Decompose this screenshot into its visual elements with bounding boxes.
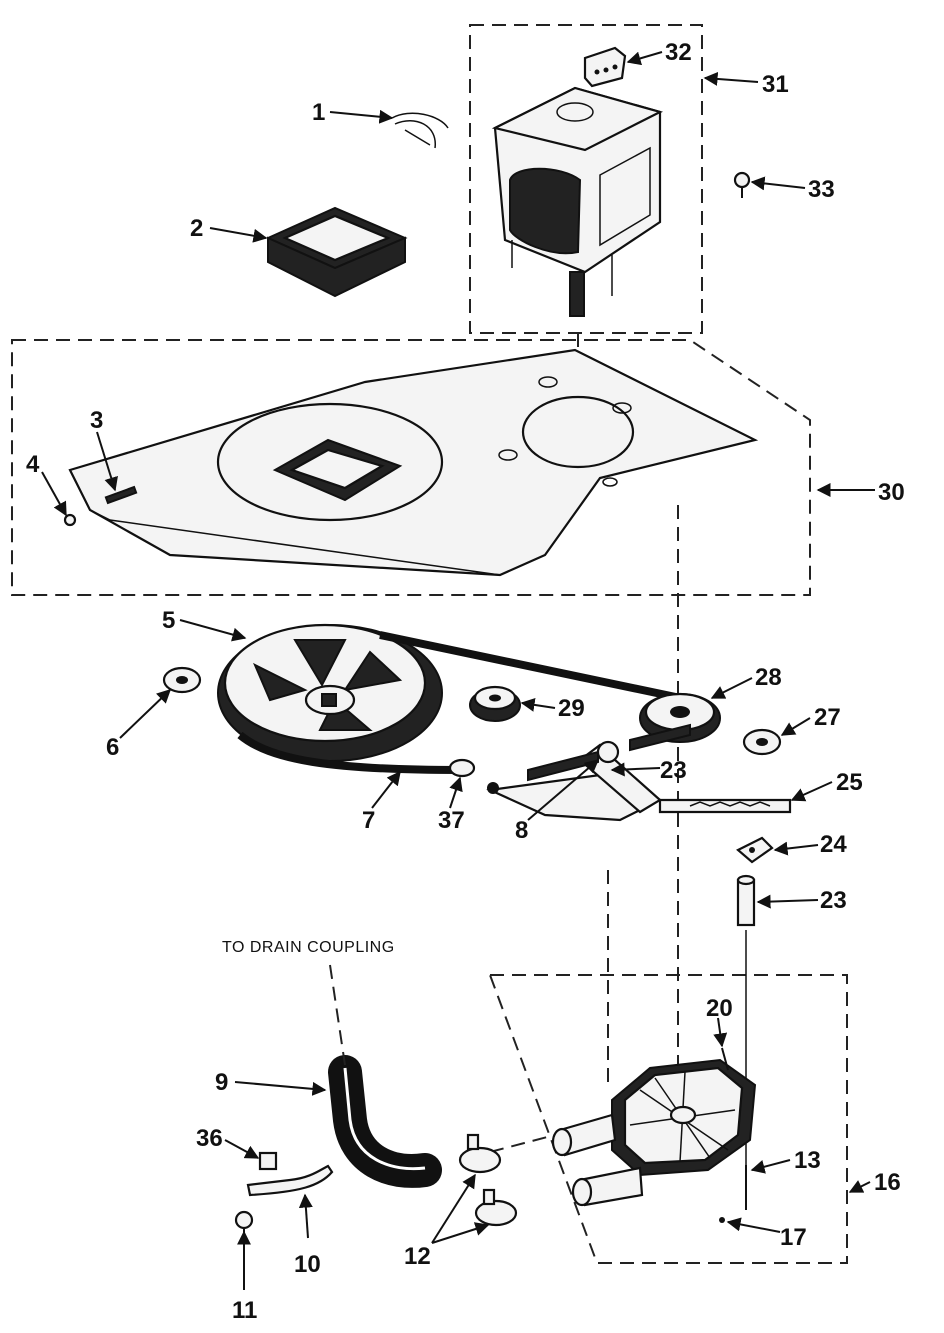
callout-23-lower: 23 xyxy=(820,887,847,914)
alignment-line-hose xyxy=(489,1134,556,1153)
part-5-large-pulley xyxy=(217,623,443,762)
base-plate-group-box xyxy=(11,339,811,596)
callout-31: 31 xyxy=(762,71,789,98)
callout-33: 33 xyxy=(808,176,835,203)
leader-lines xyxy=(41,51,875,1290)
callout-2: 2 xyxy=(190,215,203,242)
part-1-clip xyxy=(391,112,449,149)
part-8-idler-arm xyxy=(486,740,663,822)
callout-13: 13 xyxy=(794,1147,821,1174)
part-23-sleeve xyxy=(736,874,756,927)
idler-spring-2 xyxy=(629,723,691,752)
callout-16: 16 xyxy=(874,1169,901,1196)
callout-4: 4 xyxy=(26,451,40,478)
part-7-belt xyxy=(237,631,691,774)
callout-labels: 1 2 3 4 5 6 7 8 9 10 11 12 13 16 17 20 2… xyxy=(26,39,905,1324)
callout-24: 24 xyxy=(820,831,847,858)
callout-25: 25 xyxy=(836,769,863,796)
callout-30: 30 xyxy=(878,479,905,506)
drain-coupling-caption: TO DRAIN COUPLING xyxy=(222,939,395,956)
part-24-clip xyxy=(736,836,774,864)
callout-9: 9 xyxy=(215,1069,228,1096)
callout-1: 1 xyxy=(312,99,325,126)
part-28-small-pulley xyxy=(639,692,721,743)
callout-10: 10 xyxy=(294,1251,321,1278)
callout-32: 32 xyxy=(665,39,692,66)
callout-8: 8 xyxy=(515,817,528,844)
motor-group-box xyxy=(469,24,703,334)
part-37-washer xyxy=(448,758,476,778)
callout-36: 36 xyxy=(196,1125,223,1152)
part-33-screw xyxy=(733,171,751,198)
part-20-screw xyxy=(721,1047,729,1071)
part-2-square-seal xyxy=(265,206,408,298)
callout-5: 5 xyxy=(162,607,175,634)
callout-11: 11 xyxy=(232,1297,257,1324)
callout-17: 17 xyxy=(780,1224,807,1251)
part-31-motor xyxy=(491,86,664,317)
part-9-hose xyxy=(328,1055,442,1188)
part-4-rivet xyxy=(63,513,77,527)
callout-28: 28 xyxy=(755,664,782,691)
part-30-base-plate xyxy=(68,348,759,577)
callout-20: 20 xyxy=(706,995,733,1022)
part-36-clip xyxy=(258,1151,278,1171)
part-16-pump xyxy=(551,1058,757,1207)
callout-29: 29 xyxy=(558,695,585,722)
callout-27: 27 xyxy=(814,704,841,731)
callout-37: 37 xyxy=(438,807,465,834)
drain-leader xyxy=(329,964,346,1066)
part-10-strap xyxy=(246,1164,334,1197)
callout-7: 7 xyxy=(362,807,375,834)
callout-3: 3 xyxy=(90,407,103,434)
callout-6: 6 xyxy=(106,734,119,761)
part-29-idler-pulley xyxy=(469,685,521,722)
part-25-bracket xyxy=(658,798,792,814)
part-3-tab xyxy=(104,485,138,505)
part-32-connector xyxy=(583,46,627,88)
pump-group-box xyxy=(488,974,848,1264)
callout-12: 12 xyxy=(404,1243,431,1270)
part-17-pin xyxy=(719,1217,725,1223)
callout-23-upper: 23 xyxy=(660,757,687,784)
part-12-hose-clamps xyxy=(458,1133,518,1227)
